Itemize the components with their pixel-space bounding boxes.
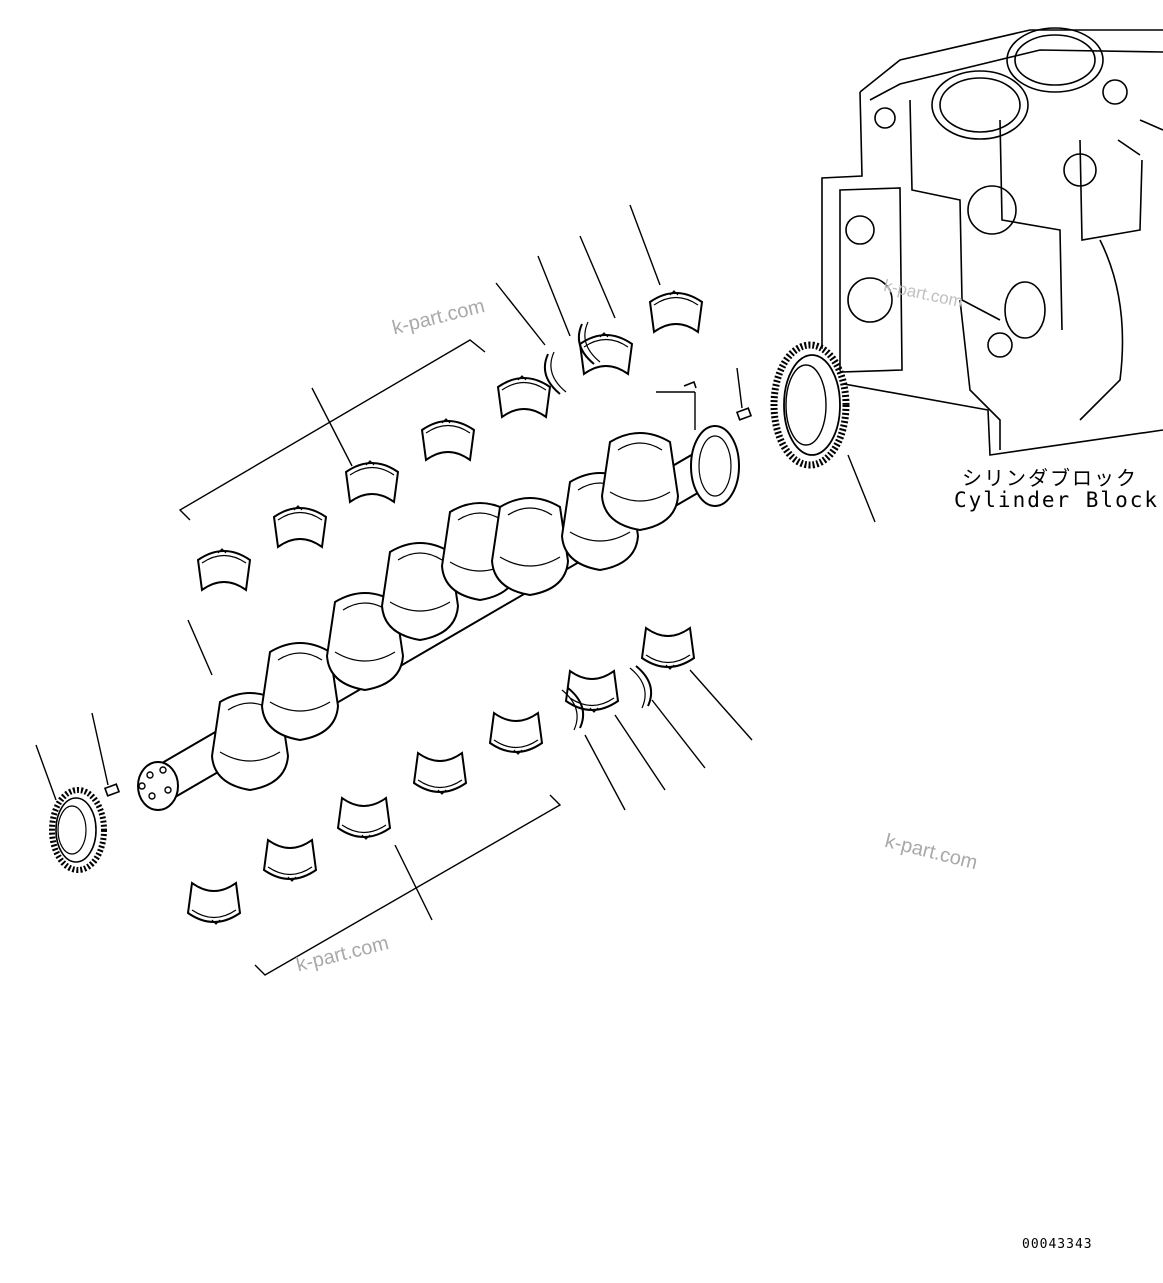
leader-lines — [35, 204, 876, 921]
bearing-shell — [421, 418, 475, 461]
bearing-shell — [649, 290, 703, 333]
bearing-shell — [263, 839, 317, 882]
cylinder-block — [821, 27, 1163, 456]
bearing-shell — [187, 882, 241, 925]
bearing-shell — [641, 627, 695, 670]
bearing-shell — [413, 752, 467, 795]
bearing-shell — [565, 670, 619, 713]
key-pins — [103, 380, 753, 797]
bearing-shell — [489, 712, 543, 755]
crank-gear-large — [770, 341, 850, 469]
group-brackets — [178, 339, 562, 976]
crankshaft — [137, 425, 740, 811]
crank-gear-small — [49, 787, 107, 873]
bearing-shell — [337, 797, 391, 840]
thrust-washer — [629, 665, 653, 709]
figure-number: 00043343 — [1022, 1237, 1093, 1252]
cylinder-block-label-en: Cylinder Block — [954, 488, 1160, 512]
bearing-shell — [579, 332, 633, 375]
bearing-shell — [345, 460, 399, 503]
bearing-shell — [497, 375, 551, 418]
bearing-shell — [273, 505, 327, 548]
cylinder-block-label-jp: シリンダブロック — [962, 466, 1138, 490]
bearing-shell — [197, 548, 251, 591]
